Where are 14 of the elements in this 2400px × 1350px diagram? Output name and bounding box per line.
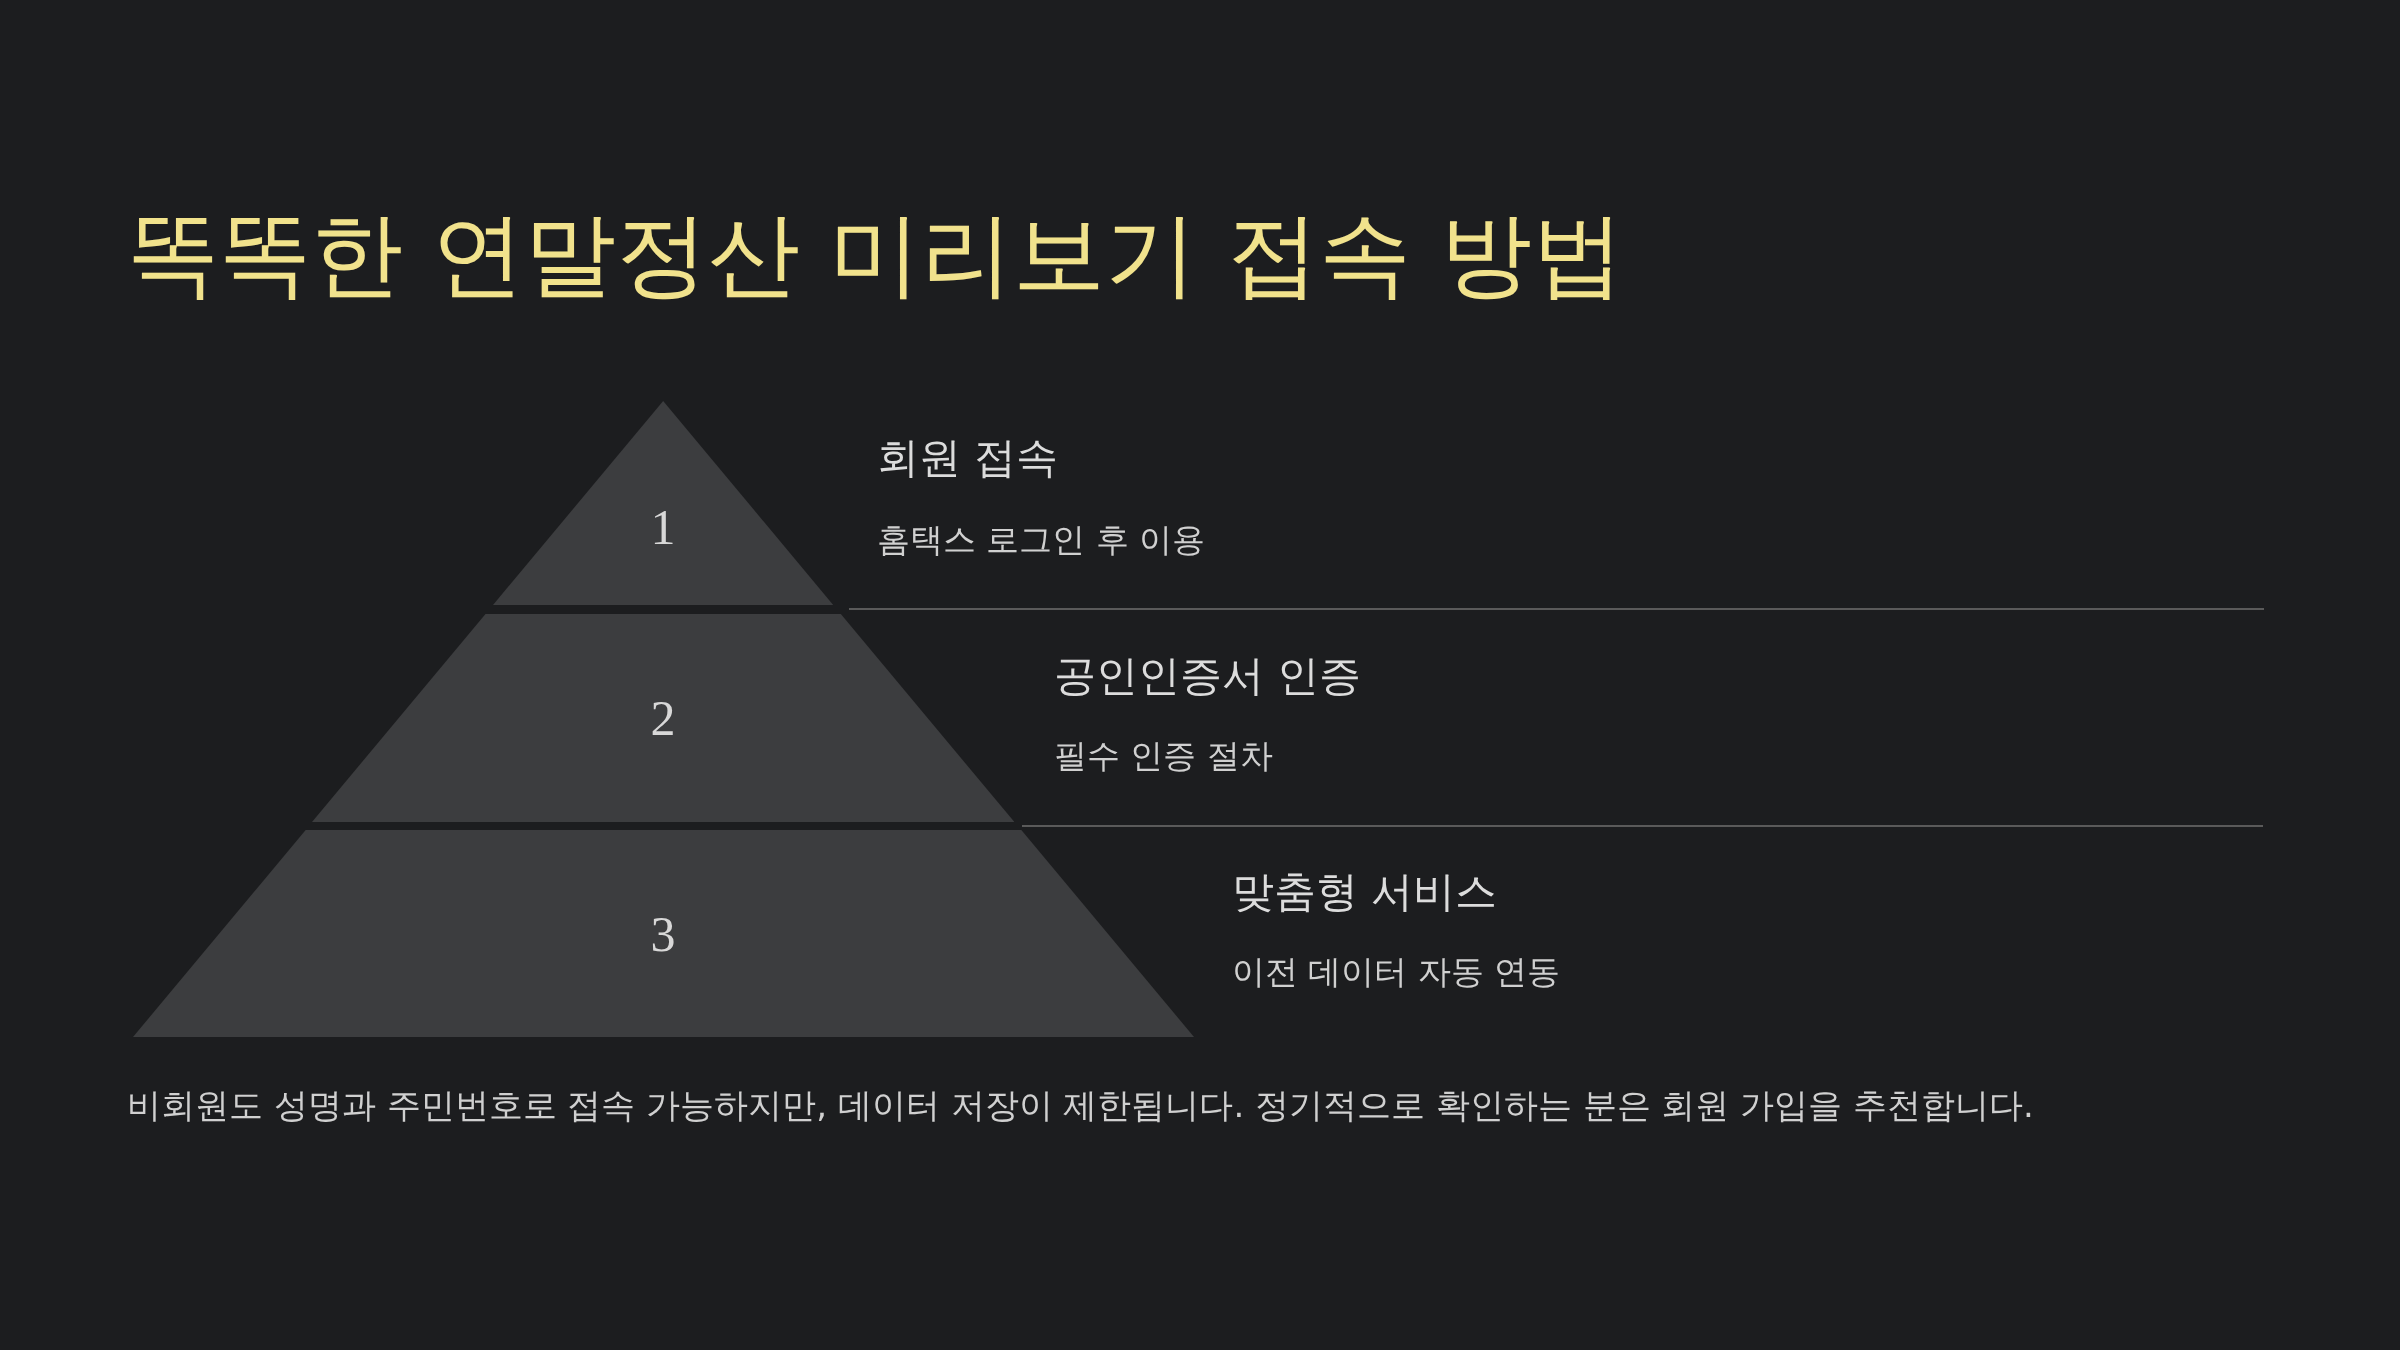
step-description: 이전 데이터 자동 연동 (1232, 951, 1561, 993)
title: 똑똑한 연말정산 미리보기 접속 방법 (127, 200, 1624, 310)
step-number: 1 (649, 502, 677, 553)
step-heading: 맞춤형 서비스 (1232, 866, 1498, 918)
step-number: 3 (649, 908, 677, 959)
step-description: 필수 인증 절차 (1054, 735, 1273, 777)
note-text: 비회원도 성명과 주민번호로 접속 가능하지만, 데이터 저장이 제한됩니다. 정기적으로 확인하는 분은 회원 가입을 추천합니다. (127, 1084, 2034, 1127)
pyramid-tier (132, 830, 1194, 1037)
pyramid-tier (311, 614, 1015, 822)
step-number: 2 (649, 693, 677, 743)
pyramid-tier (492, 401, 834, 605)
step-description: 홈택스 로그인 후 이용 (877, 519, 1206, 561)
step-heading: 공인인증서 인증 (1054, 650, 1362, 702)
step-heading: 회원 접속 (877, 432, 1059, 484)
